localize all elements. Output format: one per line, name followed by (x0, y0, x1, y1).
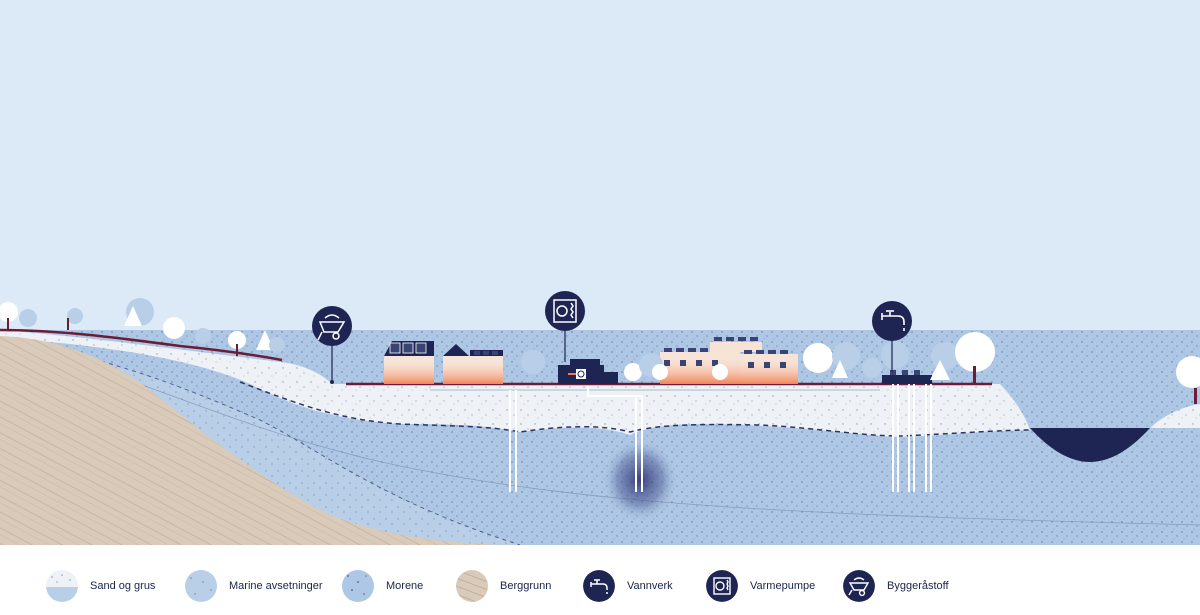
marine-swatch (185, 570, 217, 602)
wheelbarrow-icon (317, 314, 346, 341)
legend-item-bedrock: Berggrunn (456, 570, 551, 602)
legend: Sand og grus Marine avsetninger Morene Berg… (0, 545, 1200, 615)
sand-layer (0, 330, 1030, 437)
morene-swatch (342, 570, 374, 602)
bedrock-layer (0, 336, 520, 545)
heat-pump-icon (706, 570, 738, 602)
trees-right (521, 332, 1200, 404)
surface-road-left (0, 328, 283, 362)
sand-swatch (46, 570, 78, 602)
trees-left (0, 298, 285, 356)
water-tap-icon (583, 570, 615, 602)
legend-label: Marine avsetninger (229, 580, 323, 592)
pipe-network (430, 384, 932, 492)
geology-cross-section (0, 0, 1200, 545)
legend-label: Morene (386, 580, 424, 592)
byggeraastoff-marker[interactable] (312, 306, 352, 384)
marine-inner-line (19, 344, 1200, 526)
wheelbarrow-icon (843, 570, 875, 602)
bedrock-swatch (456, 570, 488, 602)
legend-item-morene: Morene (342, 570, 423, 602)
sand-layer-right (1150, 404, 1200, 428)
varmepumpe-marker[interactable] (545, 291, 585, 362)
lake (1030, 428, 1150, 462)
heat-pump-icon (553, 299, 577, 323)
legend-label: Vannverk (627, 580, 673, 592)
sand-boundary (239, 381, 1031, 437)
legend-item-byggeraastoff: Byggeråstoff (843, 570, 949, 602)
contamination-plume (602, 438, 678, 522)
legend-item-marine: Marine avsetninger (185, 570, 323, 602)
legend-label: Sand og grus (90, 580, 156, 592)
legend-item-sand: Sand og grus (46, 570, 155, 602)
buildings (384, 337, 932, 384)
legend-item-vannverk: Vannverk (583, 570, 673, 602)
legend-label: Byggeråstoff (887, 580, 949, 592)
legend-item-varmepumpe: Varmepumpe (706, 570, 815, 602)
legend-label: Berggrunn (500, 580, 552, 592)
water-tap-icon (881, 310, 905, 331)
legend-label: Varmepumpe (750, 580, 816, 592)
vannverk-marker[interactable] (872, 301, 912, 372)
